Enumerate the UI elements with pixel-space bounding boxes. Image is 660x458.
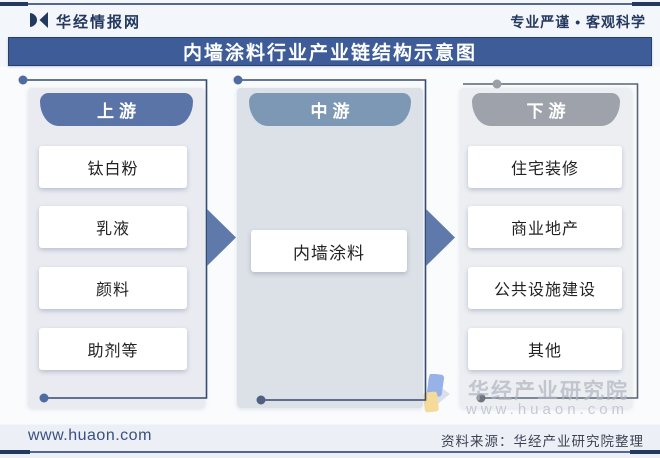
top-rule-right-cap: [632, 2, 660, 6]
downstream-item: 商业地产: [468, 206, 622, 248]
brand-tagline: 专业严谨 • 客观科学: [510, 14, 646, 30]
upstream-frame-dot-top: [18, 75, 28, 85]
bottom-rule-right-cap: [630, 450, 660, 454]
top-rule: [0, 3, 660, 5]
watermark-site-text: www.huaon.com: [466, 401, 629, 418]
upstream-header: 上游: [40, 93, 193, 126]
upstream-to-midstream-arrow: [207, 209, 236, 266]
downstream-item: 其他: [468, 328, 622, 370]
huajing-logo-icon: [29, 11, 49, 29]
midstream-to-downstream-arrow: [426, 209, 455, 266]
upstream-item: 颜料: [39, 267, 187, 309]
footer-site-url: www.huaon.com: [28, 427, 152, 444]
midstream-header: 中游: [249, 93, 411, 126]
footer-source-note: 资料来源：华经产业研究院整理: [441, 434, 644, 449]
upstream-item: 助剂等: [39, 328, 187, 370]
upstream-item: 乳液: [39, 206, 187, 248]
bottom-rule-left-cap: [0, 450, 30, 454]
downstream-column: 下游 住宅装修 商业地产 公共设施建设 其他: [460, 88, 632, 408]
midstream-column: 中游 内墙涂料: [237, 88, 423, 408]
midstream-item: 内墙涂料: [251, 230, 407, 272]
midstream-frame-dot-top: [233, 75, 243, 85]
diagram-title: 内墙涂料行业产业链结构示意图: [8, 37, 652, 66]
upstream-item: 钛白粉: [39, 146, 187, 188]
downstream-header: 下游: [472, 93, 620, 126]
brand-name: 华经情报网: [56, 14, 142, 31]
huaon-watermark-logo-icon: [422, 373, 452, 422]
top-rule-left-cap: [0, 2, 28, 6]
downstream-item: 住宅装修: [468, 146, 622, 188]
bottom-rule: [0, 451, 660, 453]
upstream-column: 上游 钛白粉 乳液 颜料 助剂等: [28, 88, 205, 408]
downstream-item: 公共设施建设: [468, 267, 622, 309]
